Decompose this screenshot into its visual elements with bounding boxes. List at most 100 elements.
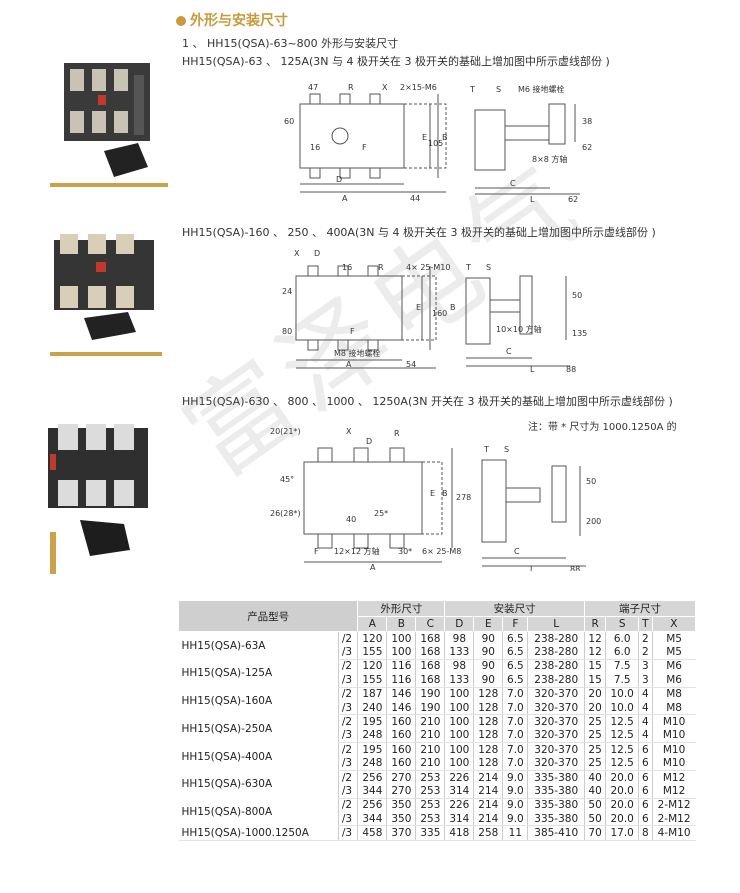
fig1-label-d62: 62 (568, 195, 578, 204)
value-cell-r: 15 (583, 673, 606, 688)
fig3-label-d20: 20(21*) (270, 427, 301, 436)
value-cell-l: 320-370 (527, 728, 585, 744)
value-cell-t: 3 (638, 673, 653, 688)
value-cell-a: 195 (357, 714, 387, 729)
value-cell-b: 270 (386, 784, 416, 799)
value-cell-x: M6 (651, 659, 696, 674)
fig2-label-d80: 80 (282, 327, 292, 336)
product-photo-630-1250a (48, 424, 148, 574)
pole-variant-cell: /3 (337, 728, 358, 744)
fig3-drawing: 20(21*) X D R 45° 26(28*) 40 25* F 12×12… (270, 427, 601, 571)
value-cell-c: 253 (415, 812, 445, 827)
sub-header-l: L (527, 616, 585, 632)
fig2-label-t: T (465, 263, 471, 272)
fig1-label-s: S (496, 85, 501, 94)
value-cell-a: 120 (357, 659, 387, 674)
product-photo-63a (50, 63, 168, 187)
fig1-label-x: X (382, 83, 388, 92)
value-cell-t: 6 (638, 812, 653, 827)
value-cell-s: 17.0 (605, 825, 639, 841)
value-cell-c: 253 (415, 770, 445, 785)
value-cell-t: 2 (638, 631, 653, 646)
value-cell-e: 128 (473, 742, 503, 757)
fig2-label-shaft: 10×10 方轴 (496, 324, 542, 334)
sub-header-t: T (638, 616, 653, 632)
fig1-label-t: T (469, 85, 475, 94)
fig1-label-holes: 2×15-M6 (400, 83, 437, 92)
fig1-label-d44: 44 (410, 194, 420, 203)
value-cell-f: 7.0 (502, 700, 528, 716)
value-cell-r: 20 (583, 700, 606, 716)
product-photo-160-400a (50, 234, 162, 356)
value-cell-a: 155 (357, 673, 387, 688)
fig1-label-d38: 38 (582, 117, 592, 126)
model-name-cell: HH15(QSA)-630A (181, 778, 273, 791)
fig1-label-c: C (510, 179, 516, 188)
value-cell-f: 7.0 (502, 756, 528, 771)
fig2-label-ground: M8 接地螺栓 (334, 348, 381, 358)
pole-variant-cell: /2 (337, 687, 358, 701)
value-cell-d: 98 (444, 631, 474, 646)
value-cell-c: 190 (415, 687, 445, 701)
value-cell-f: 6.5 (502, 645, 528, 660)
sub-header-a: A (357, 616, 388, 632)
fig3-label-d45: 45° (280, 475, 294, 484)
value-cell-x: 4-M10 (651, 825, 696, 841)
value-cell-r: 70 (583, 825, 606, 841)
value-cell-r: 12 (583, 645, 606, 660)
value-cell-s: 20.0 (605, 798, 639, 813)
value-cell-l: 320-370 (527, 756, 585, 771)
pole-variant-cell: /3 (337, 700, 358, 716)
value-cell-f: 7.0 (502, 728, 528, 744)
value-cell-e: 128 (473, 714, 503, 729)
value-cell-a: 256 (357, 770, 387, 785)
value-cell-r: 15 (583, 659, 606, 674)
value-cell-t: 3 (638, 659, 653, 674)
value-cell-s: 10.0 (605, 687, 639, 701)
value-cell-e: 90 (473, 645, 503, 660)
sub-header-s: S (605, 616, 640, 632)
model-name-cell: HH15(QSA)-250A (181, 722, 273, 735)
value-cell-r: 25 (583, 714, 606, 729)
value-cell-f: 11 (502, 825, 528, 841)
value-cell-r: 25 (583, 742, 606, 757)
value-cell-f: 7.0 (502, 742, 528, 757)
pole-variant-cell: /2 (337, 770, 358, 785)
value-cell-f: 6.5 (502, 631, 528, 646)
sub-header-x: X (651, 616, 697, 632)
value-cell-e: 258 (473, 825, 503, 841)
value-cell-t: 6 (638, 784, 653, 799)
pole-variant-cell: /3 (337, 645, 358, 660)
value-cell-d: 418 (444, 825, 474, 841)
value-cell-c: 210 (415, 714, 445, 729)
value-cell-b: 350 (386, 798, 416, 813)
fig3-label-t: T (483, 445, 489, 454)
fig1-label-b: B (442, 133, 448, 142)
value-cell-x: M8 (651, 700, 696, 716)
value-cell-d: 100 (444, 687, 474, 701)
value-cell-c: 168 (415, 659, 445, 674)
value-cell-d: 100 (444, 700, 474, 716)
value-cell-s: 6.0 (605, 631, 639, 646)
subtitle: 1 、 HH15(QSA)-63~800 外形与安装尺寸 (182, 37, 399, 50)
value-cell-s: 20.0 (605, 812, 639, 827)
value-cell-l: 238-280 (527, 645, 585, 660)
sub-header-f: F (502, 616, 529, 632)
fig1-drawing: 47 R X 2×15-M6 60 16 F D A 44 E 105 B T … (284, 83, 592, 204)
value-cell-d: 226 (444, 770, 474, 785)
pole-variant-cell: /2 (337, 714, 358, 729)
model-name-cell: HH15(QSA)-1000.1250A (178, 825, 339, 841)
value-cell-c: 253 (415, 798, 445, 813)
fig3-label-f: F (314, 547, 319, 556)
fig1-label-r: R (348, 83, 354, 92)
value-cell-f: 9.0 (502, 798, 528, 813)
pole-variant-cell: /3 (337, 784, 358, 799)
fig2-label-a: A (346, 360, 352, 369)
value-cell-e: 90 (473, 659, 503, 674)
fig3-label-d30: 30* (398, 547, 412, 556)
fig2-label-d54: 54 (406, 360, 416, 369)
